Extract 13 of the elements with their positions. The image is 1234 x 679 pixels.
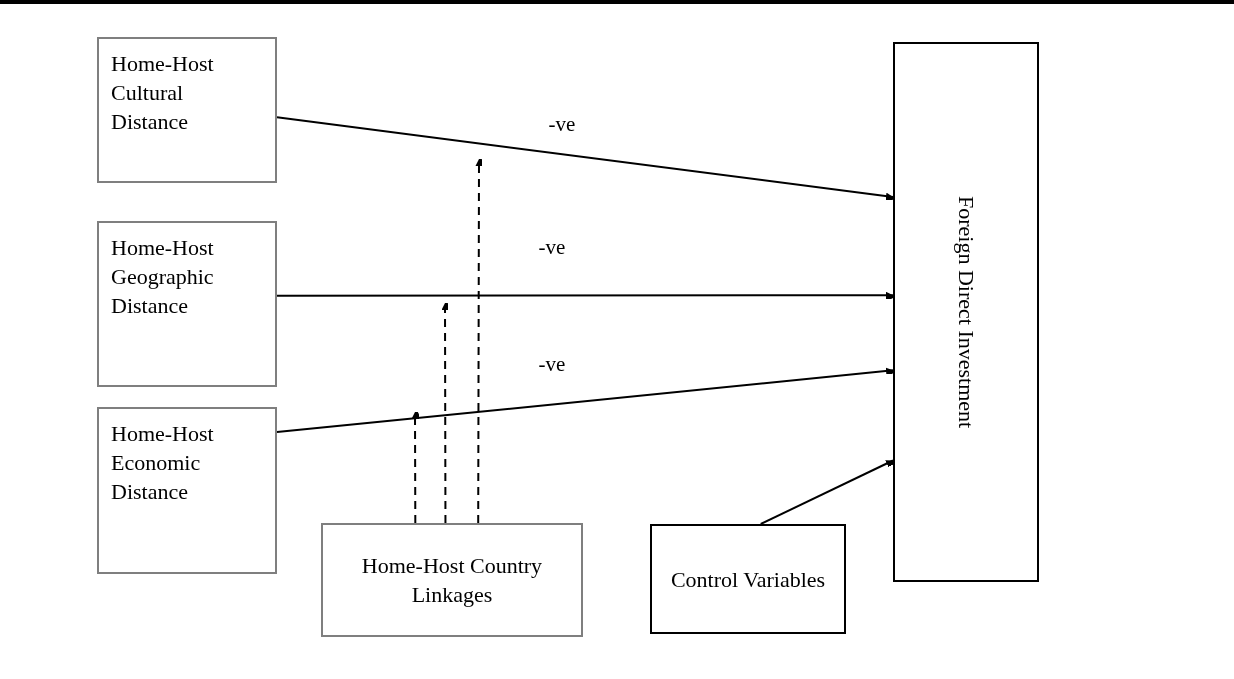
box-label: Home-Host Geographic Distance: [111, 234, 215, 320]
box-label: Foreign Direct Investment: [952, 195, 980, 429]
variable-box: [893, 42, 1039, 582]
variable-box: [97, 407, 277, 574]
variable-box: [650, 524, 846, 634]
variable-box: [97, 37, 277, 183]
variable-box: [321, 523, 583, 637]
box-label: Home-Host Country Linkages: [360, 552, 544, 609]
box-label: Home-Host Cultural Distance: [111, 50, 215, 136]
variable-box: [97, 221, 277, 387]
dashed-arrow: [411, 409, 422, 524]
box-label: Control Variables: [670, 565, 826, 594]
box-label: Home-Host Economic Distance: [111, 420, 215, 506]
